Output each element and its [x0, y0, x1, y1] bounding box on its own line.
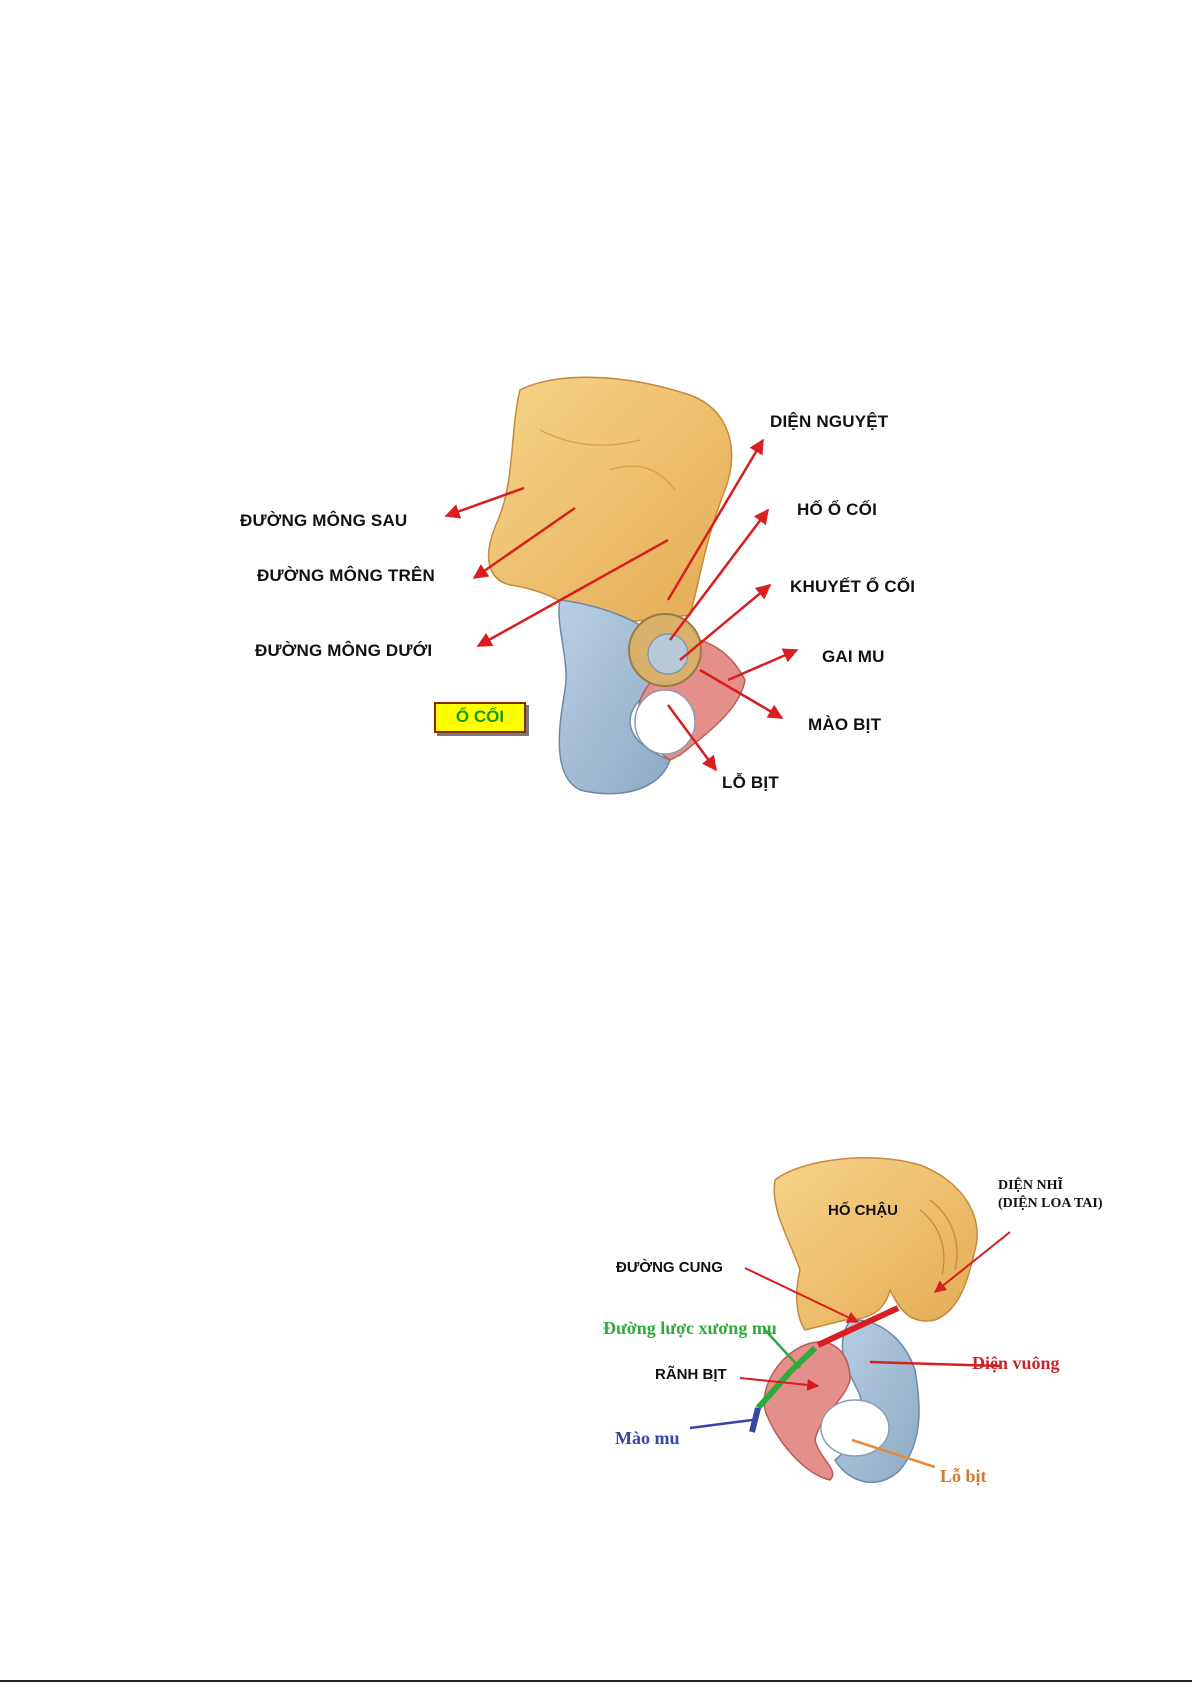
- label-ranh-bit: RÃNH BỊT: [655, 1366, 727, 1383]
- page-bottom-rule: [0, 1680, 1192, 1682]
- label-ho-chau: HỐ CHẬU: [828, 1202, 898, 1219]
- obturator-foramen: [635, 690, 695, 754]
- label-dien-nhi-line2: (DIỆN LOA TAI): [998, 1195, 1103, 1213]
- label-mao-bit: MÀO BỊT: [808, 715, 881, 735]
- label-dien-nhi: DIỆN NHĨ (DIỆN LOA TAI): [998, 1177, 1103, 1213]
- label-duong-cung: ĐƯỜNG CUNG: [616, 1259, 723, 1276]
- label-dien-nhi-line1: DIỆN NHĨ: [998, 1177, 1103, 1195]
- label-lo-bit: LỖ BỊT: [722, 773, 779, 793]
- label-duong-mong-tren: ĐƯỜNG MÔNG TRÊN: [257, 566, 435, 586]
- ilium-medial: [774, 1158, 977, 1330]
- acetabulum-badge-text: Ổ CỐI: [436, 707, 524, 727]
- label-lo-bit-2: Lỗ bịt: [940, 1466, 987, 1487]
- label-duong-mong-sau: ĐƯỜNG MÔNG SAU: [240, 511, 407, 531]
- label-duong-mong-duoi: ĐƯỜNG MÔNG DƯỚI: [255, 641, 432, 661]
- label-ho-o-coi: HỐ Ổ CỐI: [797, 500, 877, 520]
- label-mao-mu: Mào mu: [615, 1428, 680, 1449]
- ilium-wing: [489, 377, 732, 625]
- label-gai-mu: GAI MU: [822, 647, 885, 667]
- label-dien-vuong: Diện vuông: [972, 1353, 1060, 1374]
- label-khuyet-o-coi: KHUYẾT Ổ CỐI: [790, 577, 915, 597]
- label-dien-nguyet: DIỆN NGUYỆT: [770, 412, 888, 432]
- label-duong-luoc-xuong-mu: Đường lược xương mu: [603, 1318, 777, 1339]
- acetabulum-badge: Ổ CỐI: [434, 702, 526, 733]
